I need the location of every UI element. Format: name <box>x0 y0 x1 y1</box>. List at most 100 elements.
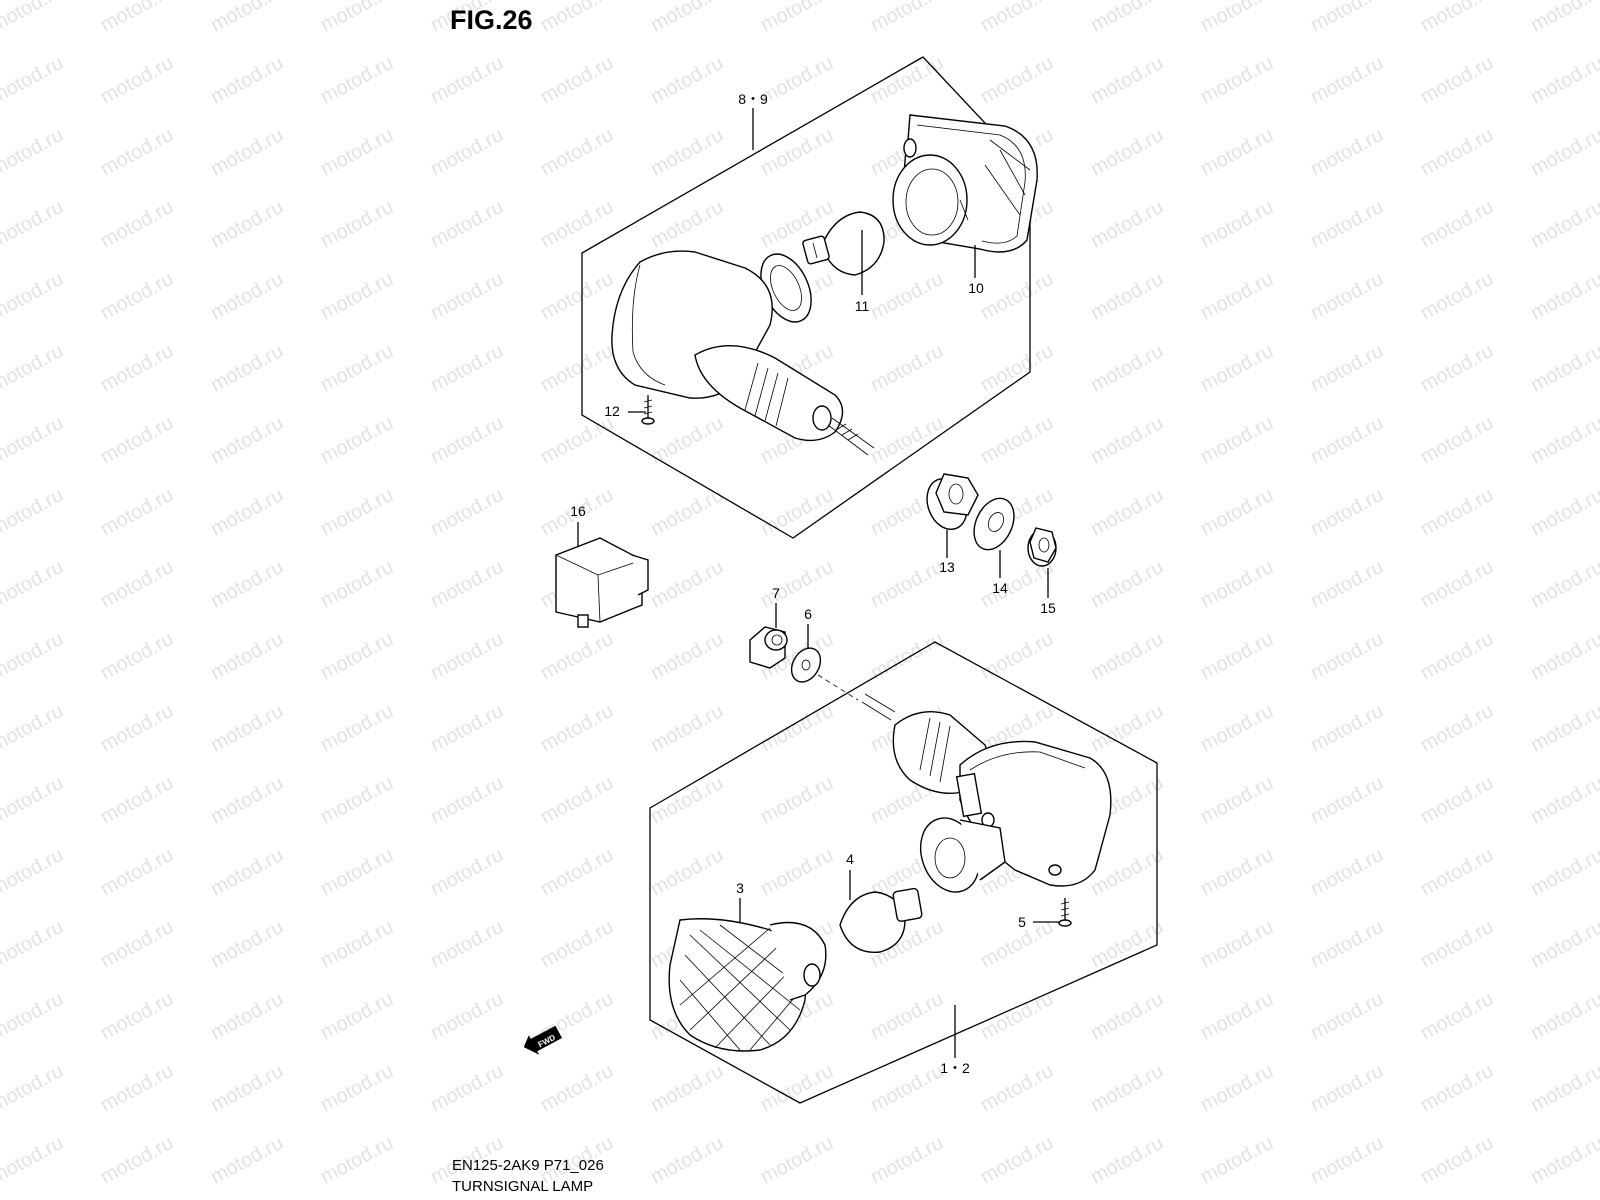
watermark-text: motod.ru <box>1527 844 1600 900</box>
watermark-text: motod.ru <box>0 1132 67 1188</box>
watermark-text: motod.ru <box>867 268 947 324</box>
lower-assembly-frame <box>649 641 1158 1104</box>
watermark-text: motod.ru <box>977 412 1057 468</box>
watermark-text: motod.ru <box>1307 1132 1387 1188</box>
callout-4: 4 <box>846 851 854 867</box>
part-11-bulb <box>802 211 885 276</box>
watermark-text: motod.ru <box>867 412 947 468</box>
watermark-text: motod.ru <box>317 268 397 324</box>
watermark-text: motod.ru <box>1417 52 1497 108</box>
watermark-text: motod.ru <box>97 628 177 684</box>
watermark-text: motod.ru <box>537 412 617 468</box>
watermark-text: motod.ru <box>207 916 287 972</box>
watermark-text: motod.ru <box>0 988 67 1044</box>
watermark-text: motod.ru <box>647 124 727 180</box>
watermark-text: motod.ru <box>1417 772 1497 828</box>
watermark-text: motod.ru <box>1197 988 1277 1044</box>
watermark-text: motod.ru <box>317 628 397 684</box>
watermark-text: motod.ru <box>317 196 397 252</box>
watermark-text: motod.ru <box>207 412 287 468</box>
fwd-arrow-icon <box>523 1025 563 1055</box>
watermark-text: motod.ru <box>97 700 177 756</box>
watermark-text: motod.ru <box>977 916 1057 972</box>
callout-15: 15 <box>1040 600 1056 616</box>
watermark-text: motod.ru <box>537 1060 617 1116</box>
watermark-text: motod.ru <box>317 1060 397 1116</box>
watermark-text: motod.ru <box>1307 412 1387 468</box>
watermark-text: motod.ru <box>427 1060 507 1116</box>
watermark-text: motod.ru <box>647 772 727 828</box>
watermark-text: motod.ru <box>1417 988 1497 1044</box>
watermark-text: motod.ru <box>1087 196 1167 252</box>
watermark-text: motod.ru <box>867 628 947 684</box>
watermark-text: motod.ru <box>537 268 617 324</box>
watermark-text: motod.ru <box>757 844 837 900</box>
watermark-text: motod.ru <box>207 988 287 1044</box>
watermark-text: motod.ru <box>1087 0 1167 36</box>
watermark-text: motod.ru <box>537 340 617 396</box>
watermark-text: motod.ru <box>867 556 947 612</box>
watermark-text: motod.ru <box>1087 1060 1167 1116</box>
watermark-text: motod.ru <box>1197 700 1277 756</box>
watermark-text: motod.ru <box>0 1060 67 1116</box>
part-3-lens <box>668 898 827 1052</box>
watermark-text: motod.ru <box>97 52 177 108</box>
watermark-text: motod.ru <box>1527 484 1600 540</box>
watermark-text: motod.ru <box>537 196 617 252</box>
watermark-text: motod.ru <box>1417 0 1497 36</box>
watermark-text: motod.ru <box>537 124 617 180</box>
watermark-text: motod.ru <box>427 340 507 396</box>
watermark-text: motod.ru <box>1307 628 1387 684</box>
watermark-text: motod.ru <box>207 700 287 756</box>
upper-turnsignal-assembly <box>581 56 1038 539</box>
watermark-text: motod.ru <box>427 268 507 324</box>
callout-8-9: 8・9 <box>738 91 768 107</box>
watermark-text: motod.ru <box>1417 1060 1497 1116</box>
callout-3: 3 <box>736 880 744 896</box>
watermark-text: motod.ru <box>1307 556 1387 612</box>
watermark-text: motod.ru <box>1197 556 1277 612</box>
watermark-text: motod.ru <box>1417 1132 1497 1188</box>
part-12-screw <box>641 395 655 425</box>
watermark-text: motod.ru <box>647 1132 727 1188</box>
watermark-text: motod.ru <box>1197 484 1277 540</box>
watermark-text: motod.ru <box>1087 52 1167 108</box>
watermark-text: motod.ru <box>0 700 67 756</box>
watermark-text: motod.ru <box>867 1132 947 1188</box>
watermark-text: motod.ru <box>317 484 397 540</box>
watermark-text: motod.ru <box>1197 1132 1277 1188</box>
watermark-text: motod.ru <box>207 628 287 684</box>
watermark-text: motod.ru <box>97 412 177 468</box>
watermark-text: motod.ru <box>1527 52 1600 108</box>
watermark-text: motod.ru <box>977 1060 1057 1116</box>
watermark-text: motod.ru <box>537 772 617 828</box>
figure-title: FIG.26 <box>450 5 533 35</box>
watermark-text: motod.ru <box>427 772 507 828</box>
watermark-text: motod.ru <box>427 52 507 108</box>
watermark-text: motod.ru <box>0 628 67 684</box>
watermark-text: motod.ru <box>97 844 177 900</box>
callout-13: 13 <box>939 559 955 575</box>
watermark-text: motod.ru <box>1307 340 1387 396</box>
watermark-text: motod.ru <box>977 0 1057 36</box>
watermark-text: motod.ru <box>537 628 617 684</box>
part-10-lens-housing <box>892 114 1038 253</box>
watermark-text: motod.ru <box>757 556 837 612</box>
callout-7: 7 <box>772 585 780 601</box>
watermark-text: motod.ru <box>757 1060 837 1116</box>
watermark-text: motod.ru <box>1307 916 1387 972</box>
watermark-text: motod.ru <box>757 0 837 36</box>
watermark-text: motod.ru <box>1307 772 1387 828</box>
watermark-text: motod.ru <box>1307 484 1387 540</box>
watermark-text: motod.ru <box>0 52 67 108</box>
watermark-text: motod.ru <box>1417 340 1497 396</box>
callout-5: 5 <box>1018 914 1026 930</box>
watermark-text: motod.ru <box>1307 196 1387 252</box>
watermark-text: motod.ru <box>317 52 397 108</box>
watermark-text: motod.ru <box>317 1132 397 1188</box>
watermark-text: motod.ru <box>317 988 397 1044</box>
watermark-text: motod.ru <box>1417 412 1497 468</box>
figure-caption: TURNSIGNAL LAMP <box>452 1178 593 1195</box>
watermark-text: motod.ru <box>1197 340 1277 396</box>
